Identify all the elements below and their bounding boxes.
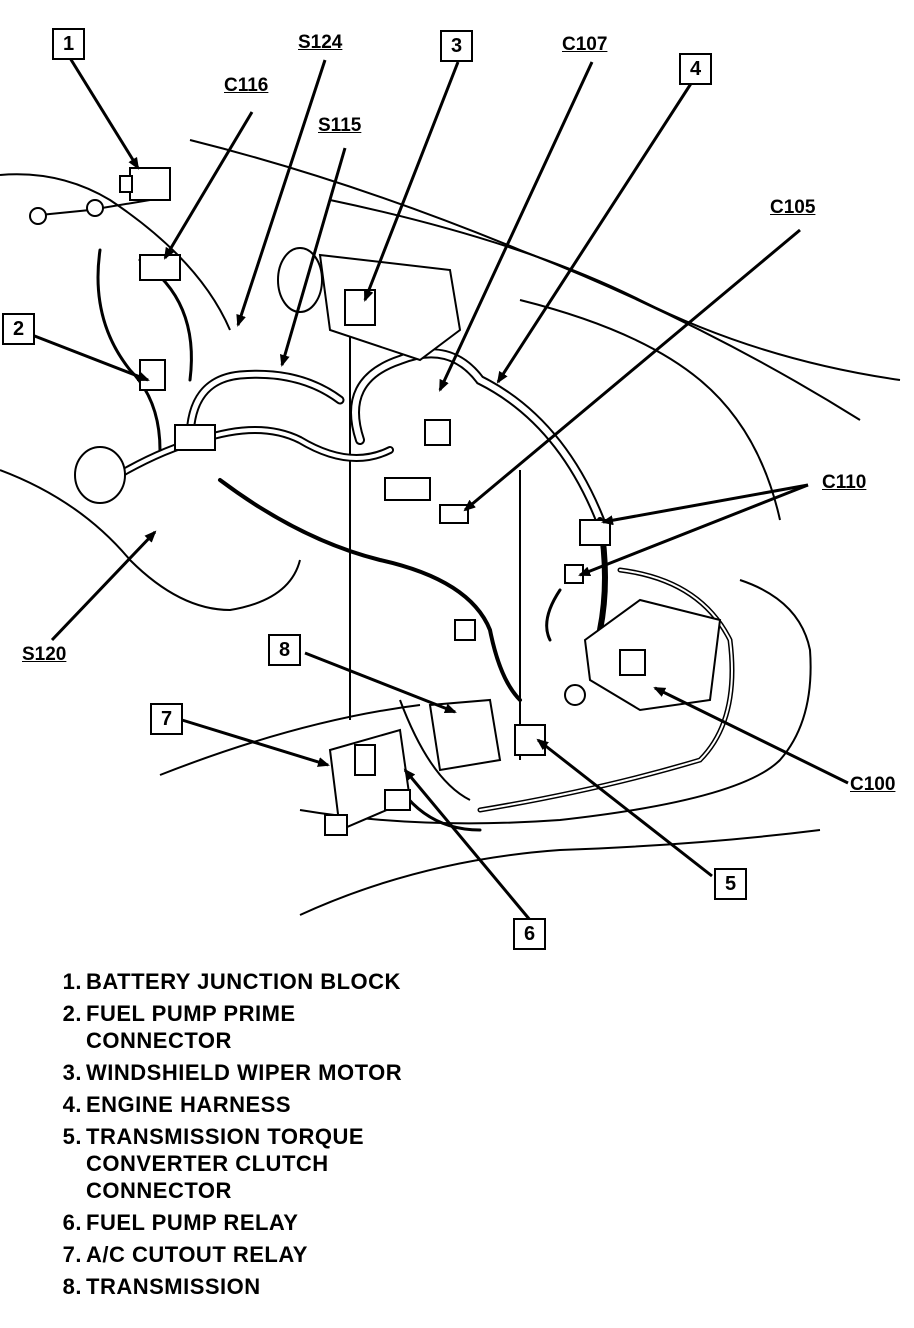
callout-6: 6 xyxy=(513,918,546,950)
callout-5: 5 xyxy=(714,868,747,900)
code-s124: S124 xyxy=(298,32,343,53)
component-legend: 1.BATTERY JUNCTION BLOCK 2.FUEL PUMP PRI… xyxy=(50,968,402,1305)
legend-item: 8.TRANSMISSION xyxy=(62,1274,261,1299)
leader-arrows xyxy=(31,57,849,921)
legend-item: 6.FUEL PUMP RELAY xyxy=(62,1210,299,1235)
wiper-motor xyxy=(277,247,462,362)
legend-item: 1.BATTERY JUNCTION BLOCK xyxy=(62,969,401,994)
harness-wires xyxy=(39,199,735,832)
callout-7: 7 xyxy=(150,703,183,735)
code-c105: C105 xyxy=(770,197,816,218)
callout-3: 3 xyxy=(440,30,473,62)
ecm-module xyxy=(583,598,722,712)
legend-item: 3.WINDSHIELD WIPER MOTOR xyxy=(62,1060,403,1085)
code-c100: C100 xyxy=(850,774,896,795)
wiring-harness-diagram xyxy=(0,57,901,921)
relay-block xyxy=(324,728,412,836)
legend-item: 4.ENGINE HARNESS xyxy=(62,1092,292,1117)
legend-item: 7.A/C CUTOUT RELAY xyxy=(62,1242,308,1267)
battery-junction-block xyxy=(29,167,171,225)
code-c107: C107 xyxy=(562,34,608,55)
code-c110: C110 xyxy=(822,472,867,493)
callout-4: 4 xyxy=(679,53,712,85)
transmission-housing xyxy=(428,684,586,772)
legend-item: 2.FUEL PUMP PRIME CONNECTOR xyxy=(62,1001,296,1053)
legend-item: 5.TRANSMISSION TORQUE CONVERTER CLUTCH C… xyxy=(62,1124,365,1203)
callout-1: 1 xyxy=(52,28,85,60)
callout-8: 8 xyxy=(268,634,301,666)
callout-2: 2 xyxy=(2,313,35,345)
code-s120: S120 xyxy=(22,644,67,665)
code-c116: C116 xyxy=(224,75,269,96)
code-s115: S115 xyxy=(318,115,362,136)
body-panel-outlines xyxy=(0,139,901,916)
